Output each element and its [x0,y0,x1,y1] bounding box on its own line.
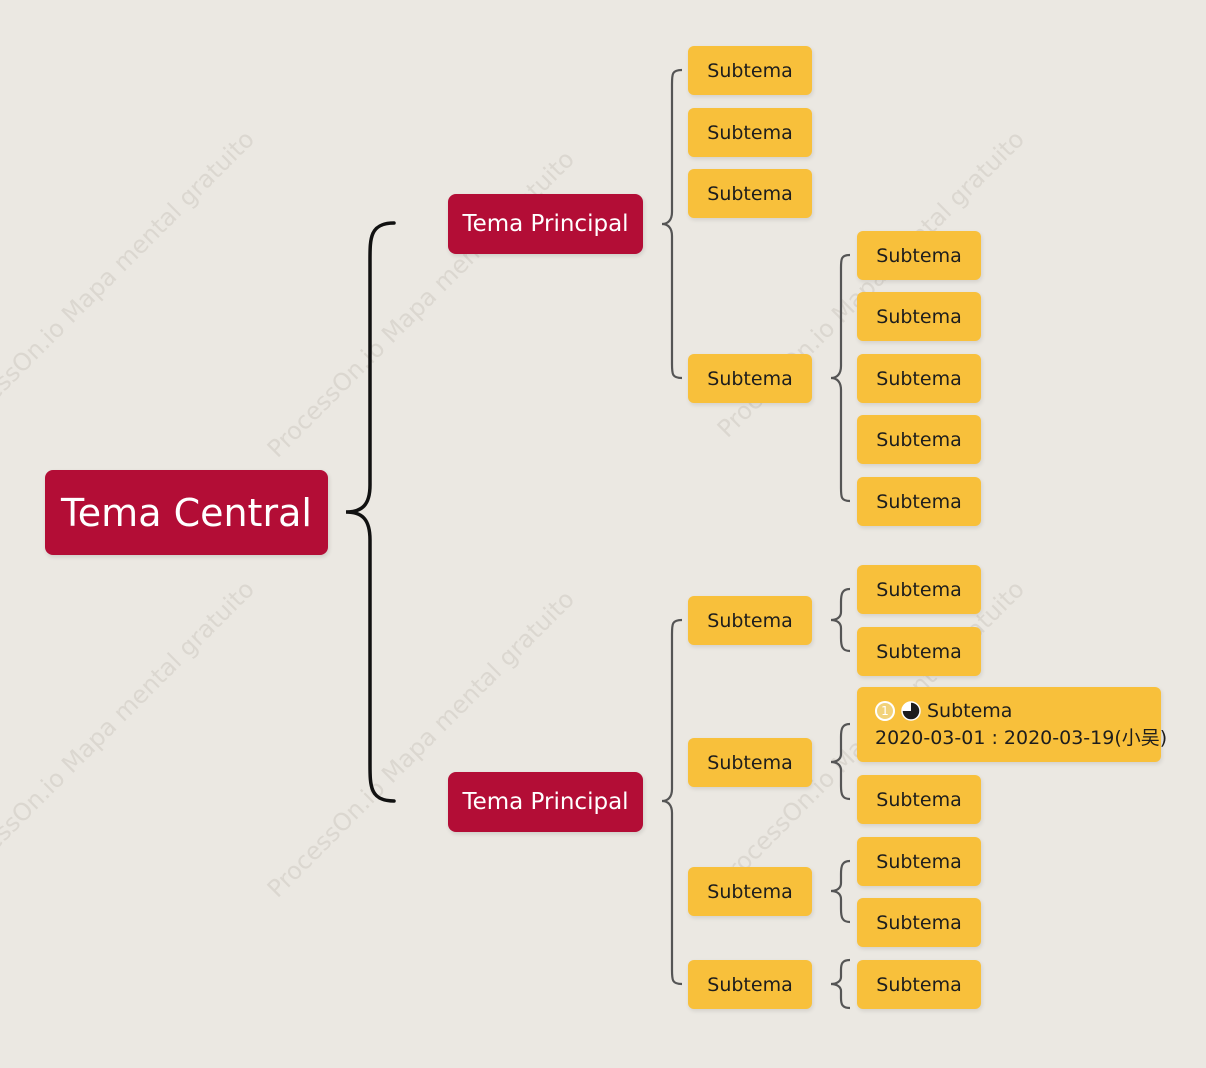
subtopic-label: Subtema [876,490,962,513]
subtopic-dates: 2020-03-01 : 2020-03-19(小吴) [875,726,1168,749]
subtopic-label: Subtema [707,367,793,390]
subtopic-label: Subtema [876,244,962,267]
branch2-sub1-brace [830,587,851,653]
subtopic[interactable]: Subtema [688,738,812,787]
subtopic[interactable]: Subtema [688,46,812,95]
branch2-sub3-brace [830,859,851,924]
subtopic-label: Subtema [707,182,793,205]
branch1-brace [661,68,683,380]
subtopic[interactable]: Subtema [857,837,981,886]
main-topic-label: Tema Principal [462,789,629,815]
subtopic-label: Subtema [876,640,962,663]
branch2-sub2-brace [830,722,851,801]
subtopic-label: Subtema [707,609,793,632]
subtopic[interactable]: Subtema [688,596,812,645]
subtopic[interactable]: Subtema [857,415,981,464]
subtopic[interactable]: Subtema [688,354,812,403]
subtopic[interactable]: Subtema [857,292,981,341]
subtopic-label: Subtema [876,973,962,996]
subtopic-label: Subtema [876,367,962,390]
subtopic-title-row: 1 Subtema [875,698,1012,725]
subtopic-label: Subtema [927,699,1013,722]
subtopic[interactable]: Subtema [857,627,981,676]
subtopic[interactable]: Subtema [857,775,981,824]
subtopic[interactable]: Subtema [688,960,812,1009]
three-quarter-pie-icon [901,701,921,721]
subtopic-label: Subtema [876,305,962,328]
subtopic-label: Subtema [876,578,962,601]
subtopic-label: Subtema [707,59,793,82]
subtopic-label: Subtema [876,850,962,873]
central-topic[interactable]: Tema Central [45,470,328,555]
subtopic[interactable]: Subtema [857,231,981,280]
branch2-brace [661,618,683,986]
subtopic[interactable]: Subtema [857,354,981,403]
main-topic-1[interactable]: Tema Principal [448,194,643,254]
subtopic-label: Subtema [876,428,962,451]
subtopic[interactable]: Subtema [688,169,812,218]
subtopic-label: Subtema [707,880,793,903]
subtopic-label: Subtema [707,973,793,996]
subtopic[interactable]: Subtema [857,565,981,614]
branch1-sub4-brace [830,253,851,503]
central-brace [345,221,396,803]
main-topic-2[interactable]: Tema Principal [448,772,643,832]
subtopic-label: Subtema [707,121,793,144]
priority-1-icon: 1 [875,701,895,721]
subtopic-label: Subtema [876,911,962,934]
subtopic[interactable]: Subtema [857,960,981,1009]
main-topic-label: Tema Principal [462,211,629,237]
subtopic[interactable]: Subtema [857,477,981,526]
subtopic[interactable]: Subtema [688,867,812,916]
subtopic-label: Subtema [876,788,962,811]
subtopic[interactable]: Subtema [688,108,812,157]
branch2-sub4-brace [830,958,851,1010]
subtopic-with-task-info[interactable]: 1 Subtema 2020-03-01 : 2020-03-19(小吴) [857,687,1167,762]
central-topic-label: Tema Central [61,490,312,535]
subtopic[interactable]: Subtema [857,898,981,947]
subtopic-label: Subtema [707,751,793,774]
